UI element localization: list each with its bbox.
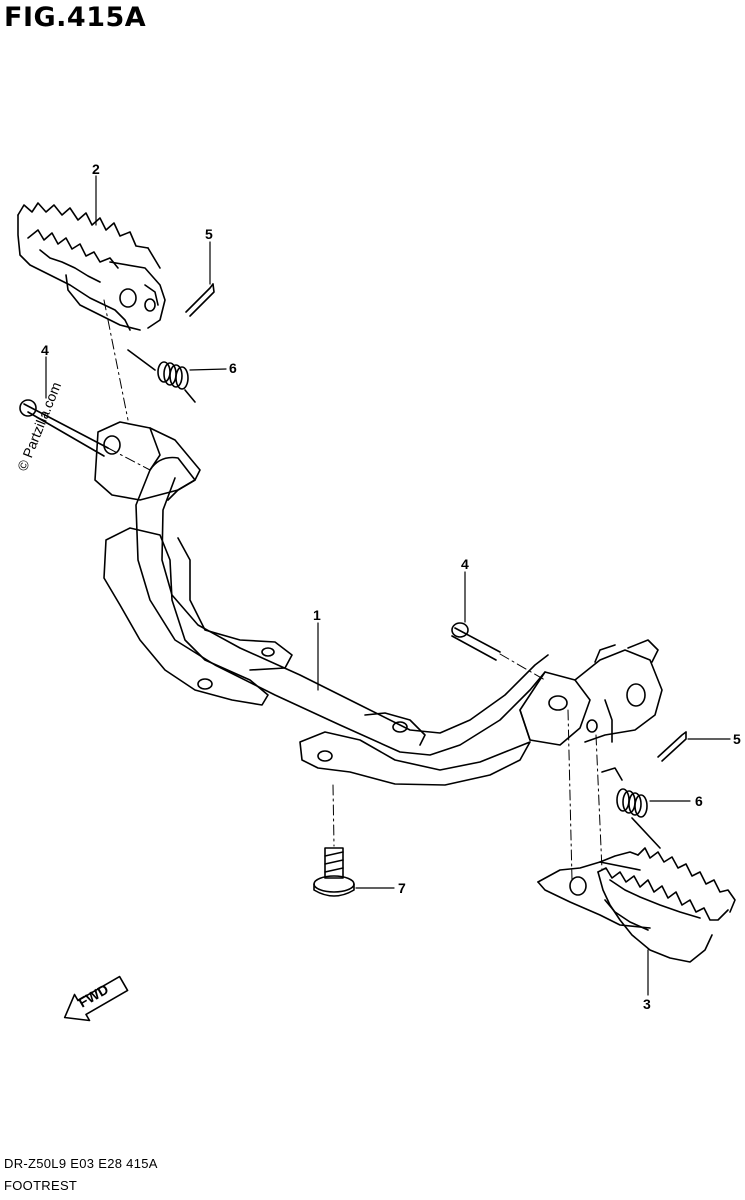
watermark-text: © Partzilla.com	[14, 380, 64, 473]
figure-title: FIG.415A	[4, 2, 147, 33]
fwd-arrow	[63, 975, 129, 1022]
footrest-bracket	[103, 456, 663, 786]
leader-lines	[45, 175, 731, 996]
callout-4-right: 4	[461, 556, 469, 572]
callout-4-left: 4	[41, 342, 49, 358]
callout-6-left: 6	[229, 360, 237, 376]
callout-5-left: 5	[205, 226, 213, 242]
figure-name: FOOTREST	[4, 1178, 78, 1193]
spring-left	[127, 349, 196, 403]
pin-left	[19, 399, 109, 457]
cotter-pin-right	[657, 731, 687, 762]
spring-right	[601, 767, 661, 849]
figure-code: DR-Z50L9 E03 E28 415A	[4, 1156, 158, 1171]
callout-1: 1	[313, 607, 321, 623]
assembly-lines	[103, 299, 603, 881]
callout-7: 7	[398, 880, 406, 896]
callout-2: 2	[92, 161, 100, 177]
callout-6-right: 6	[695, 793, 703, 809]
bolt	[313, 847, 355, 897]
callout-3: 3	[643, 996, 651, 1012]
left-pin-bracket	[94, 421, 201, 501]
pin-right	[451, 622, 501, 661]
right-footpeg	[537, 847, 736, 963]
left-footpeg	[17, 202, 166, 331]
cotter-pin-left	[185, 283, 215, 317]
callout-5-right: 5	[733, 731, 741, 747]
